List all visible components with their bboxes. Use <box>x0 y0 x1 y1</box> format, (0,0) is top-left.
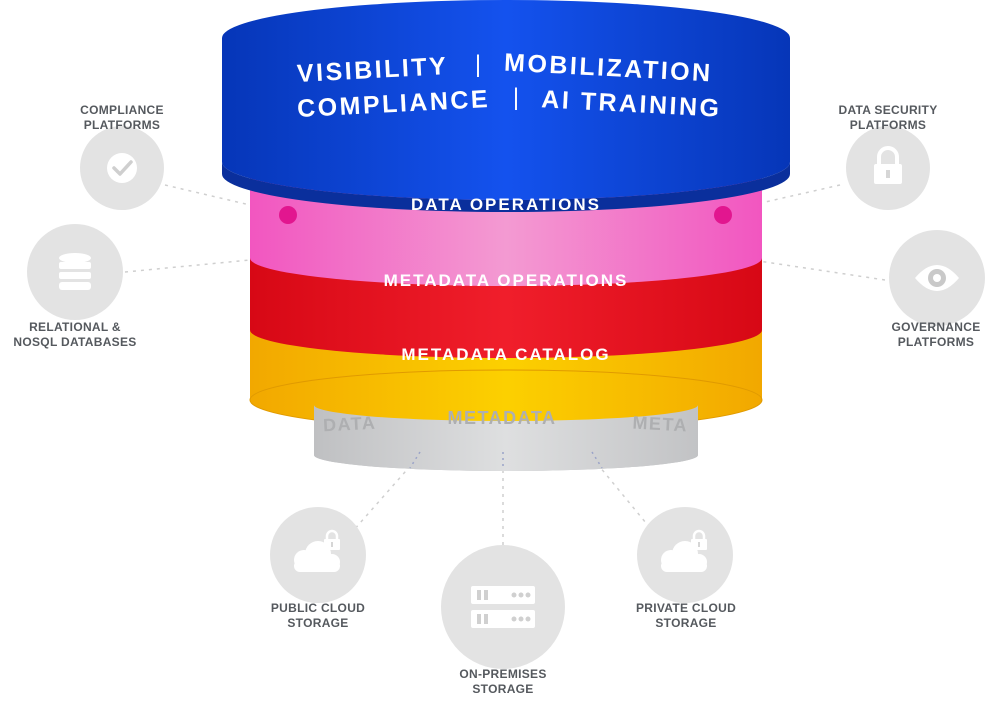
relational-databases-label: RELATIONAL & NOSQL DATABASES <box>13 320 137 349</box>
right-connector-dot <box>714 206 732 224</box>
compliance-platforms-label: COMPLIANCE PLATFORMS <box>80 103 164 132</box>
cloud-lock-icon <box>294 529 340 572</box>
cloud-lock-icon <box>661 529 707 572</box>
checkmark-icon <box>107 153 137 183</box>
governance-platforms-node <box>889 230 985 326</box>
governance-platforms-label: GOVERNANCE PLATFORMS <box>891 320 981 349</box>
compliance-platforms-node <box>80 126 164 210</box>
data-security-platforms-node <box>846 126 930 210</box>
private-cloud-storage-label: PRIVATE CLOUD STORAGE <box>635 601 737 630</box>
database-icon <box>59 253 91 290</box>
lock-icon <box>874 146 902 184</box>
base-metadata-label: METADATA <box>448 408 557 428</box>
server-icon <box>471 586 535 628</box>
base-meta-label: META <box>632 413 689 436</box>
public-cloud-storage-node <box>270 507 366 603</box>
eye-icon <box>915 265 959 291</box>
on-premises-storage-label: ON-PREMISES STORAGE <box>459 667 547 696</box>
left-connector-dot <box>279 206 297 224</box>
data-security-platforms-label: DATA SECURITY PLATFORMS <box>838 103 938 132</box>
data-operations-label: DATA OPERATIONS <box>411 195 601 214</box>
relational-databases-node <box>27 224 123 320</box>
metadata-operations-layer <box>250 258 762 358</box>
private-cloud-storage-node <box>637 507 733 603</box>
capabilities-band <box>222 0 790 212</box>
public-cloud-storage-label: PUBLIC CLOUD STORAGE <box>270 601 366 630</box>
on-premises-storage-node <box>441 545 565 669</box>
metadata-operations-label: METADATA OPERATIONS <box>384 271 629 290</box>
separator: | <box>513 84 519 111</box>
base-band <box>314 405 698 471</box>
separator: | <box>475 51 481 78</box>
base-data-label: DATA <box>323 413 377 436</box>
metadata-catalog-label: METADATA CATALOG <box>401 345 610 364</box>
